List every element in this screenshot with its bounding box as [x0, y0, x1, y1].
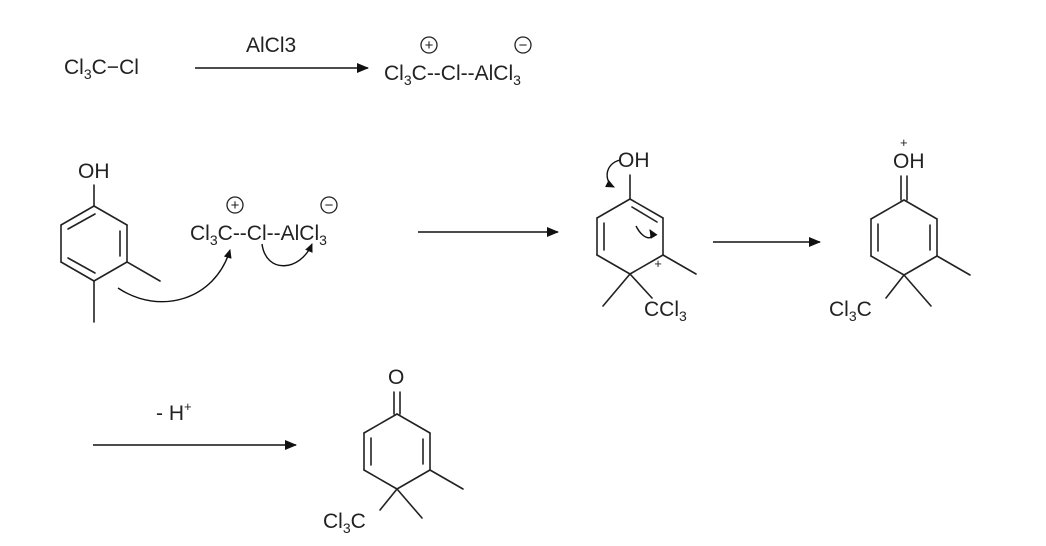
deprotonation-condition: - H+ — [156, 399, 192, 425]
curly-arrow-ring-pi — [635, 225, 658, 239]
complex-product: Cl3C--Cl--AlCl3 — [384, 62, 521, 88]
oxonium-plus-sign: + — [900, 135, 908, 150]
oxonium-oh-label: OH — [893, 150, 925, 173]
positive-charge — [420, 36, 438, 54]
oxonium-ccl3-label: Cl3C — [829, 298, 872, 324]
complex-reagent: Cl3C--Cl--AlCl3 — [190, 222, 327, 248]
intermediate-cation-sign: + — [654, 256, 662, 271]
arenium-intermediate: OH CCl3 + — [596, 149, 697, 324]
reaction-3: - H+ O Cl3C — [93, 366, 464, 536]
reagent-label: AlCl3 — [246, 34, 296, 57]
intermediate-oh-label: OH — [618, 149, 650, 172]
complex-positive-sign: + — [231, 197, 240, 214]
negative-charge — [514, 36, 532, 54]
phenol-oh-label: OH — [78, 160, 110, 183]
curly-arrow-oh-lone-pair — [605, 159, 621, 188]
intermediate-ccl3-label: CCl3 — [644, 298, 687, 324]
negative-charge-sign: − — [519, 37, 528, 54]
reactant-ccl4: Cl3C−Cl — [64, 56, 139, 82]
product-ccl3-label: Cl3C — [323, 510, 366, 536]
complex-positive-charge — [226, 196, 244, 214]
complex-negative-charge — [320, 196, 338, 214]
oxonium-intermediate: + OH Cl3C — [829, 135, 971, 324]
curly-arrow-cl-transfer — [261, 243, 313, 267]
positive-charge-sign: + — [425, 37, 434, 54]
dienone-product: O Cl3C — [323, 366, 464, 536]
dimethylphenol: OH — [60, 160, 161, 323]
product-o-label: O — [388, 366, 404, 389]
curly-arrow-ring-attack — [117, 249, 232, 303]
reaction-2: OH Cl3C--Cl--AlCl3 + − OH — [60, 135, 971, 324]
complex-negative-sign: − — [325, 197, 334, 214]
reaction-1: Cl3C−Cl AlCl3 Cl3C--Cl--AlCl3 + − — [64, 34, 532, 88]
